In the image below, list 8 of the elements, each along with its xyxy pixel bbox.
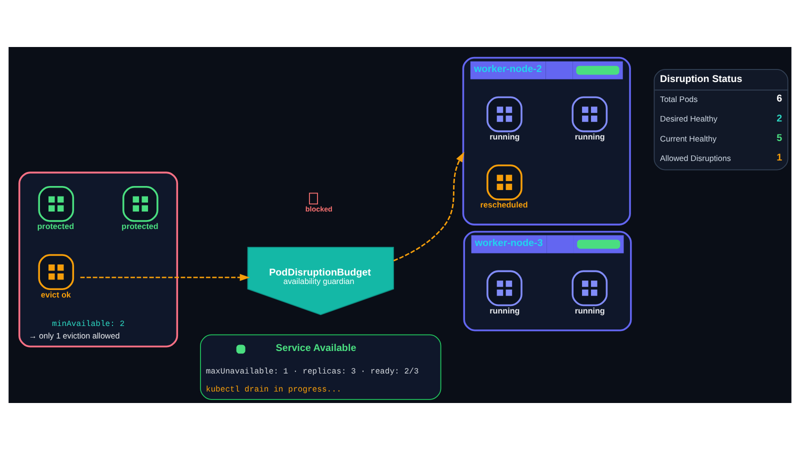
node-label: evict ok <box>40 290 71 300</box>
node-label: protected <box>37 222 74 232</box>
node-label: running <box>574 306 605 316</box>
node-label: protected <box>122 222 158 232</box>
node-label: running <box>490 132 520 142</box>
node-label: running <box>574 132 605 142</box>
node-label: rescheduled <box>480 200 528 210</box>
node-label: running <box>490 306 520 316</box>
